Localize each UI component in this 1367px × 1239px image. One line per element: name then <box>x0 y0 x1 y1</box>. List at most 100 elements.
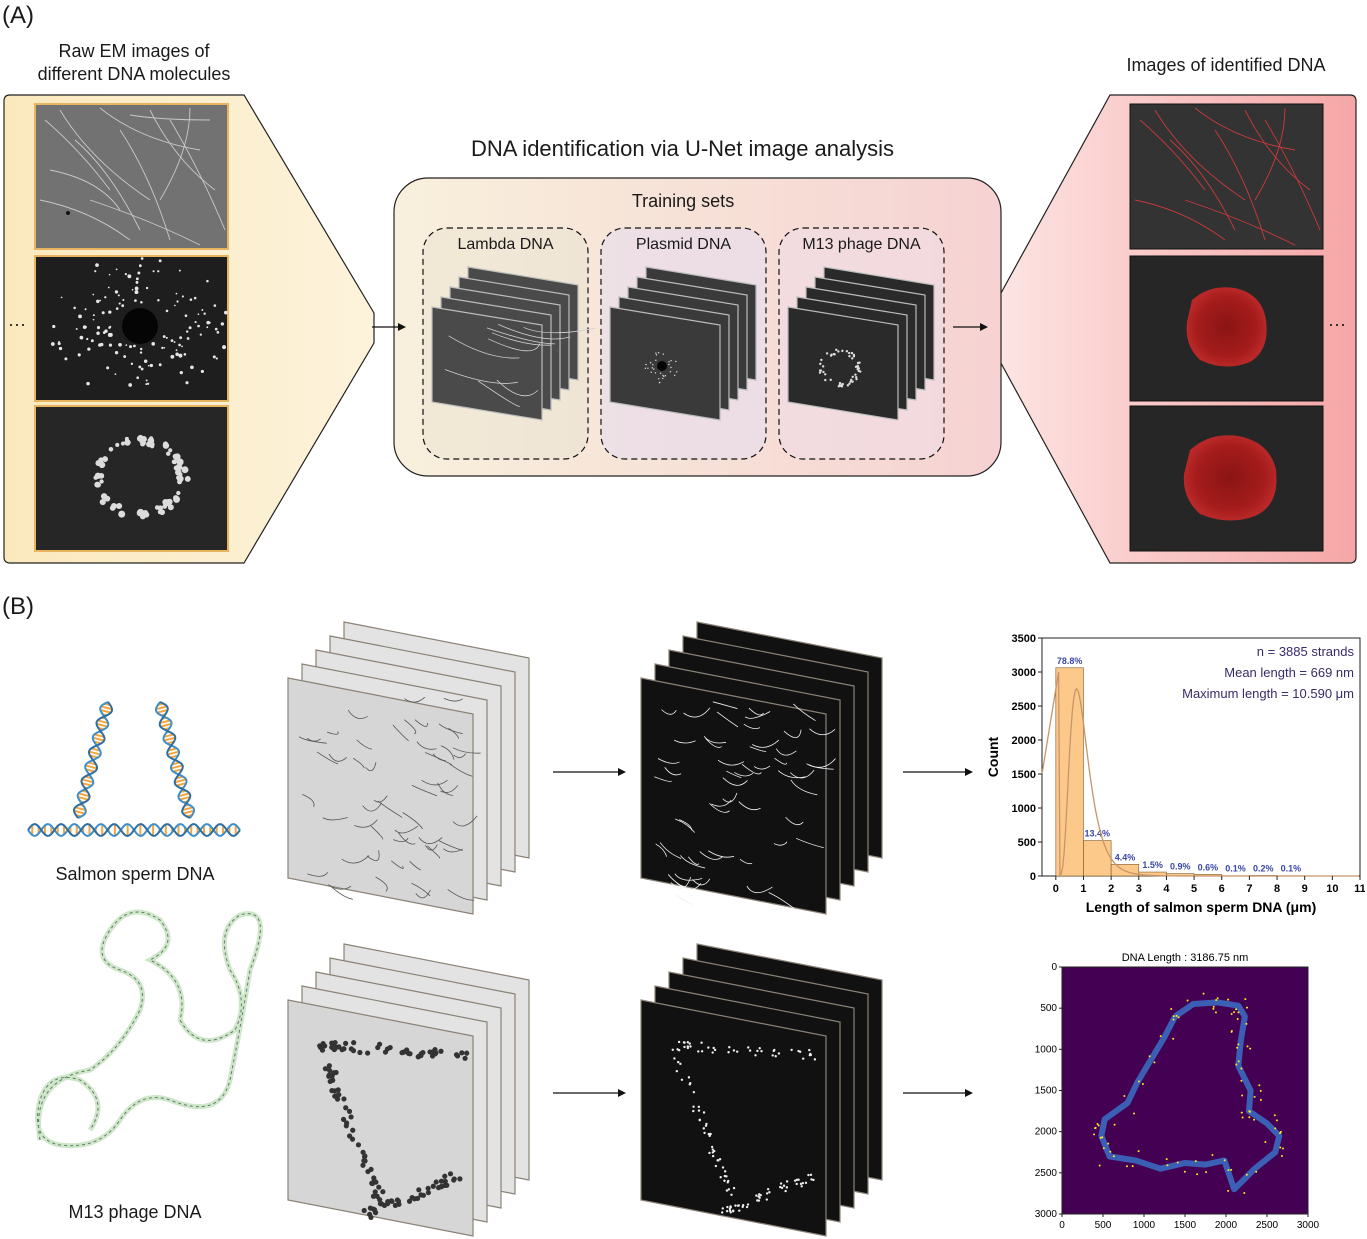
detected-point <box>1237 1060 1240 1063</box>
detected-point <box>1212 1007 1215 1010</box>
stats-annotation: Mean length = 669 nm <box>1224 665 1354 680</box>
y-tick-label: 500 <box>1018 837 1036 849</box>
detected-point <box>1248 1116 1251 1119</box>
detected-point <box>1227 998 1230 1001</box>
x-tick-label: 3000 <box>1297 1220 1320 1231</box>
bar-label: 4.4% <box>1115 852 1136 862</box>
m13-label: M13 phage DNA <box>68 1202 202 1222</box>
y-tick-label: 1500 <box>1035 1086 1058 1097</box>
x-tick-label: 1 <box>1080 883 1086 895</box>
detected-point <box>1141 1082 1144 1085</box>
detected-point <box>1186 999 1189 1002</box>
bar-label: 0.6% <box>1198 862 1219 872</box>
y-tick-label: 1000 <box>1035 1044 1058 1055</box>
y-tick-label: 2500 <box>1012 701 1036 713</box>
detected-point <box>1170 1007 1173 1010</box>
detected-point <box>1245 1006 1248 1009</box>
detected-point <box>1275 1119 1278 1122</box>
detected-point <box>1211 1153 1214 1156</box>
detected-point <box>1223 1159 1226 1162</box>
stats-annotation: n = 3885 strands <box>1257 644 1355 659</box>
y-tick-label: 3000 <box>1035 1209 1058 1220</box>
detected-point <box>1202 992 1205 995</box>
detected-point <box>1235 1063 1238 1066</box>
detected-point <box>1235 1008 1238 1011</box>
detected-point <box>1241 1094 1244 1097</box>
detected-point <box>1101 1136 1104 1139</box>
detected-point <box>1212 1005 1215 1008</box>
identified-image-plasmid <box>1129 255 1324 402</box>
raw-title-line2: different DNA molecules <box>37 64 231 84</box>
x-tick-label: 2 <box>1108 883 1114 895</box>
histogram-bar <box>1055 667 1084 877</box>
x-tick-label: 1500 <box>1174 1220 1197 1231</box>
detected-point <box>1133 1112 1136 1115</box>
detected-point <box>1237 1043 1240 1046</box>
detected-point <box>1196 1173 1199 1176</box>
histogram-bar <box>1083 840 1112 877</box>
x-tick-label: 0 <box>1053 883 1059 895</box>
ellipsis-right: ··· <box>1328 314 1346 334</box>
detected-point <box>1172 1018 1175 1021</box>
detected-point <box>1280 1155 1283 1158</box>
y-tick-label: 3000 <box>1012 667 1036 679</box>
training-label-m13: M13 phage DNA <box>802 236 921 253</box>
detected-point <box>1166 1164 1169 1167</box>
x-tick-label: 6 <box>1219 883 1225 895</box>
detected-point <box>1273 1114 1276 1117</box>
detected-point <box>1148 1055 1151 1058</box>
detected-point <box>1183 1170 1186 1173</box>
raw-image-plasmid <box>34 255 229 402</box>
training-title: Training sets <box>631 191 735 211</box>
detected-point <box>1093 1133 1096 1136</box>
detected-point <box>1245 1022 1248 1025</box>
x-tick-label: 2000 <box>1215 1220 1238 1231</box>
bar-label: 13.4% <box>1085 829 1111 839</box>
detected-point <box>1253 1118 1256 1121</box>
bar-label: 0.1% <box>1281 864 1302 874</box>
fit-curve <box>1041 671 1359 878</box>
detected-point <box>1214 1011 1217 1014</box>
detected-point <box>1241 1116 1244 1119</box>
ellipsis-left: ··· <box>8 314 26 334</box>
identified-title: Images of identified DNA <box>1126 55 1326 75</box>
salmon-dna-illustration <box>27 701 241 838</box>
identified-image-lambda <box>1129 103 1324 250</box>
bar-label: 78.8% <box>1057 656 1083 666</box>
detected-point <box>1249 1047 1252 1050</box>
x-axis-label: Length of salmon sperm DNA (μm) <box>1086 899 1317 915</box>
x-tick-label: 7 <box>1246 883 1252 895</box>
detected-point <box>1172 1015 1175 1018</box>
bar-label: 0.9% <box>1170 862 1191 872</box>
y-tick-label: 2000 <box>1012 735 1036 747</box>
detected-point <box>1240 1079 1243 1082</box>
m13-dna-illustration <box>35 909 263 1149</box>
training-label-lambda: Lambda DNA <box>457 236 554 253</box>
y-tick-label: 500 <box>1040 1003 1057 1014</box>
x-tick-label: 11 <box>1354 883 1365 895</box>
x-tick-label: 0 <box>1059 1220 1065 1231</box>
center-title: DNA identification via U-Net image analy… <box>470 136 895 161</box>
detected-point <box>1153 1061 1156 1064</box>
detected-point <box>1258 1084 1261 1087</box>
detected-point <box>1102 1147 1105 1150</box>
detected-point <box>1131 1165 1134 1168</box>
plot-area <box>1061 966 1309 1215</box>
raw-image-m13 <box>34 405 229 552</box>
detected-point <box>1243 1192 1246 1195</box>
stats-annotation: Maximum length = 10.590 μm <box>1182 686 1354 701</box>
x-tick-label: 500 <box>1095 1220 1112 1231</box>
detected-point <box>1137 1080 1140 1083</box>
detected-point <box>1240 1111 1243 1114</box>
x-tick-label: 9 <box>1302 883 1308 895</box>
detected-point <box>1107 1142 1110 1145</box>
y-axis-label: Count <box>985 736 1001 777</box>
detected-point <box>1237 1011 1240 1014</box>
detected-point <box>1097 1124 1100 1127</box>
detected-point <box>1096 1122 1099 1125</box>
detected-point <box>1177 1016 1180 1019</box>
detected-point <box>1205 1171 1208 1174</box>
detected-point <box>1094 1126 1097 1129</box>
identified-image-m13 <box>1129 405 1324 552</box>
